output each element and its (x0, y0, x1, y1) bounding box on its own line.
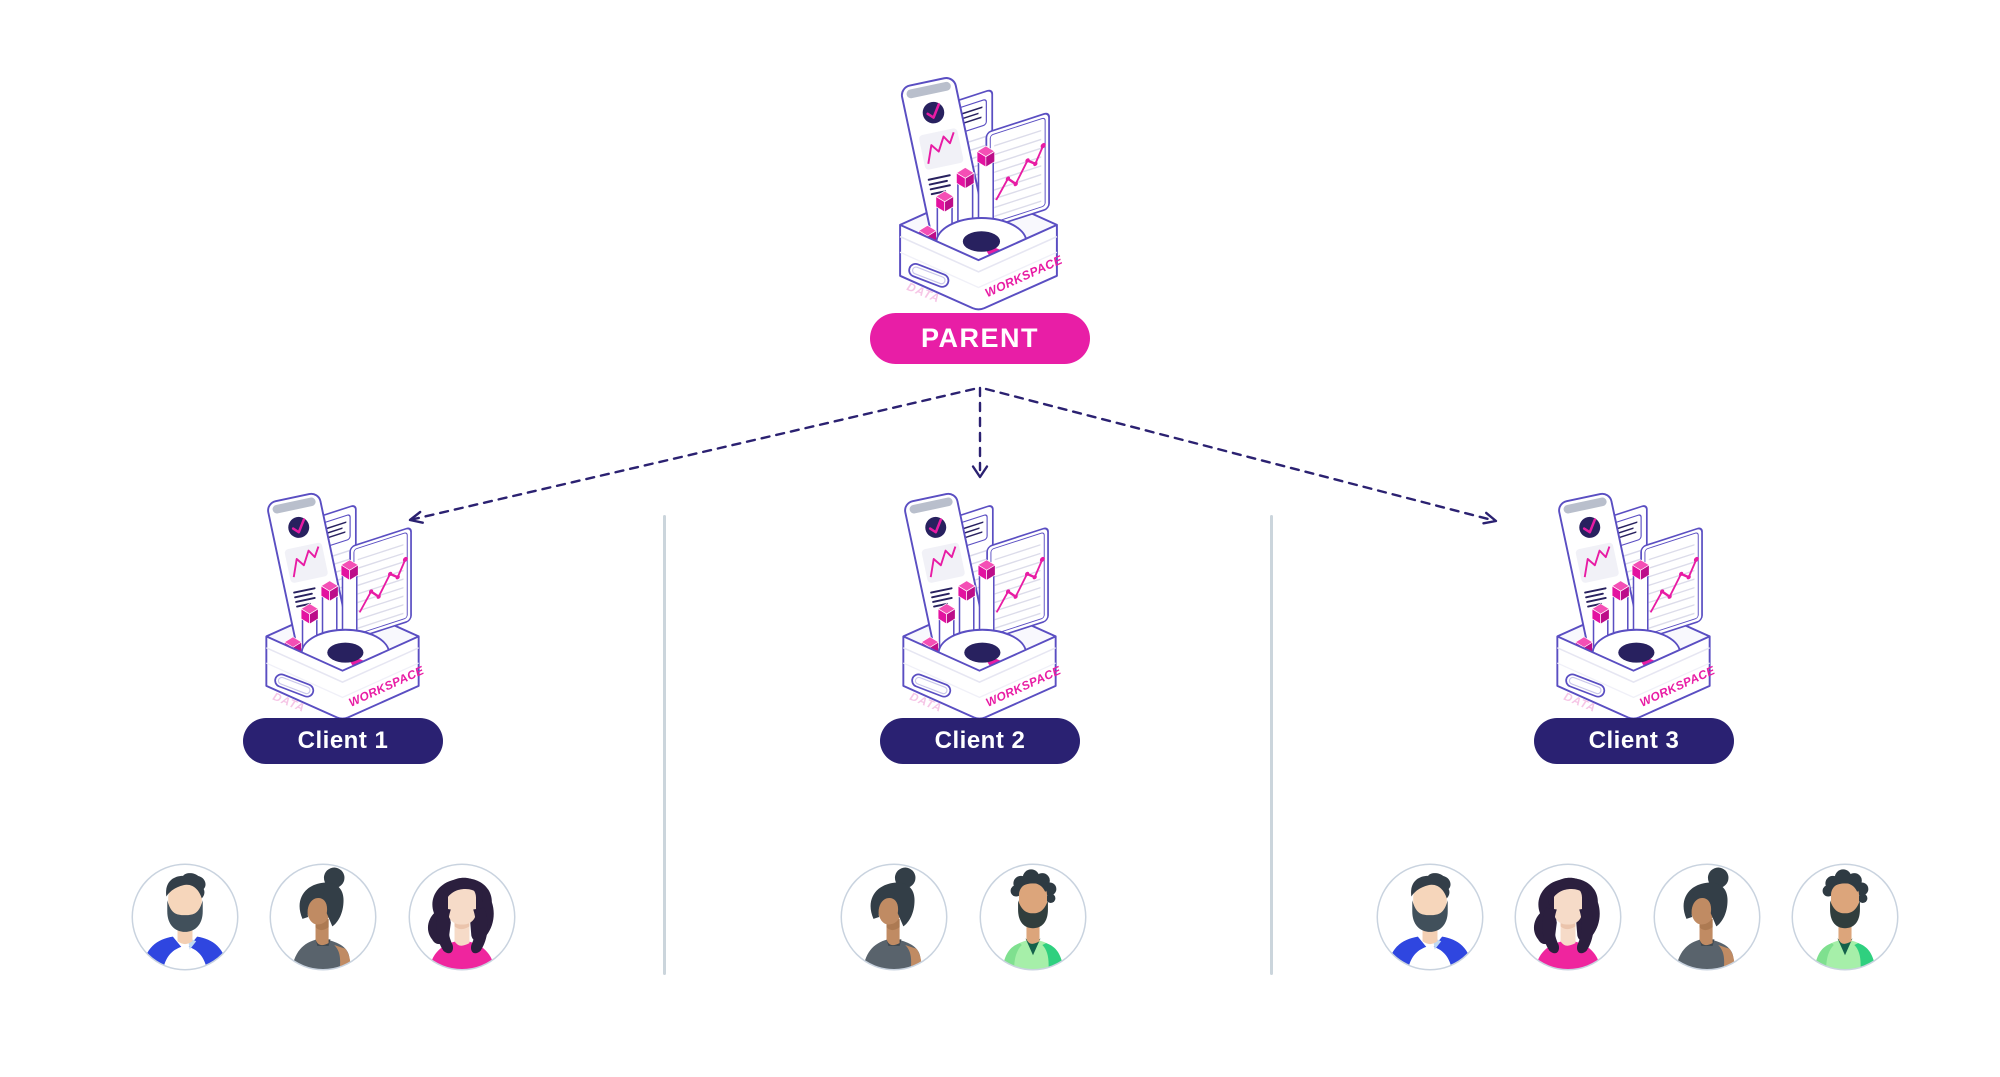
client-2-member-woman-hair-bun-avatar (838, 861, 950, 973)
client-3-workspace-label: Client 3 (1534, 718, 1734, 764)
client-3-label-text: Client 3 (1588, 727, 1680, 754)
client-3-member-woman-pink-top-avatar (1512, 861, 1624, 973)
client-3-member-woman-hair-bun-avatar (1651, 861, 1763, 973)
client-2-workspace-illustration: DATA WORKSPACE (882, 486, 1064, 724)
client-1-member-man-beard-blue-jacket-avatar (129, 861, 241, 973)
client-3-member-man-green-shirt-avatar (1789, 861, 1901, 973)
client-1-member-woman-pink-top-avatar (406, 861, 518, 973)
client-3-workspace-illustration: DATA WORKSPACE (1536, 486, 1718, 724)
client-2-workspace-label: Client 2 (880, 718, 1080, 764)
client-2-label-text: Client 2 (934, 727, 1026, 754)
parent-workspace-illustration: DATA WORKSPACE (876, 70, 1065, 315)
client-1-workspace-illustration: DATA WORKSPACE (245, 486, 427, 724)
parent-label-text: PARENT (920, 323, 1039, 353)
section-divider-2 (1270, 515, 1273, 975)
client-3-member-man-beard-blue-jacket-avatar (1374, 861, 1486, 973)
client-1-label-text: Client 1 (297, 727, 389, 754)
section-divider-1 (663, 515, 666, 975)
arrow-parent-to-client-2-head (971, 465, 989, 479)
client-1-member-woman-hair-bun-avatar (267, 861, 379, 973)
parent-workspace-label: PARENT (870, 313, 1090, 364)
client-1-workspace-label: Client 1 (243, 718, 443, 764)
client-2-member-man-green-shirt-avatar (977, 861, 1089, 973)
arrow-parent-to-client-3-head (1482, 511, 1498, 525)
